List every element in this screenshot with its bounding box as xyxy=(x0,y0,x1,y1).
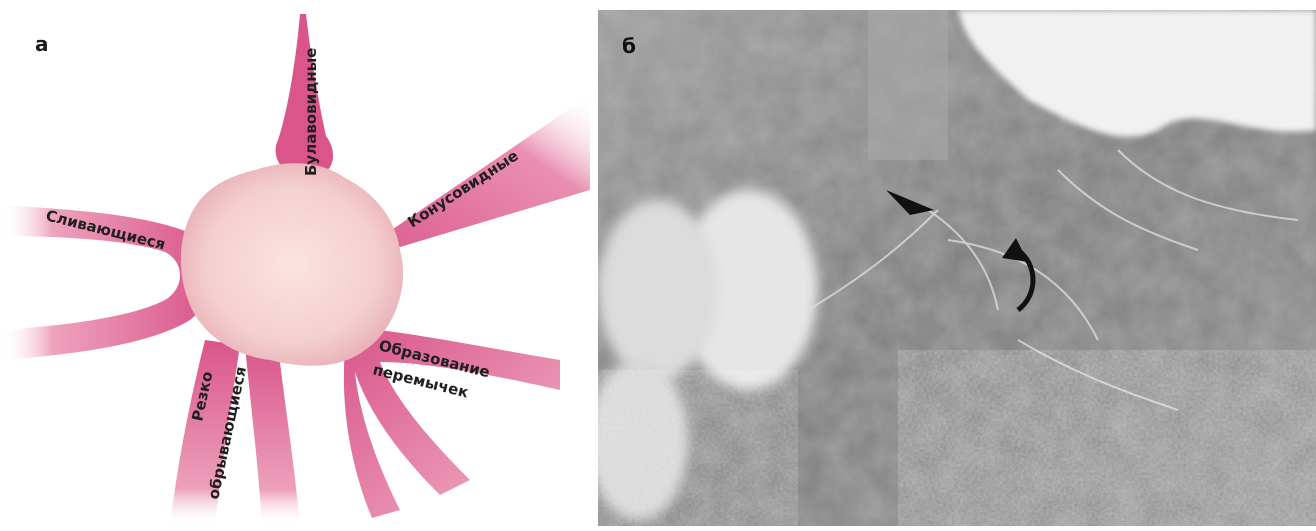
panel-b-radiograph: б xyxy=(598,10,1316,526)
panel-a-diagram: а xyxy=(0,0,590,526)
central-crater xyxy=(181,163,403,365)
fold-diagram: Булавовидные Конусовидные Сливающиеся Ре… xyxy=(0,0,590,526)
abrupt-fold-right xyxy=(245,345,300,526)
xray-image xyxy=(598,10,1316,526)
label-club: Булавовидные xyxy=(302,48,320,176)
panel-a-letter: а xyxy=(35,32,49,56)
panel-b-letter: б xyxy=(622,34,636,58)
